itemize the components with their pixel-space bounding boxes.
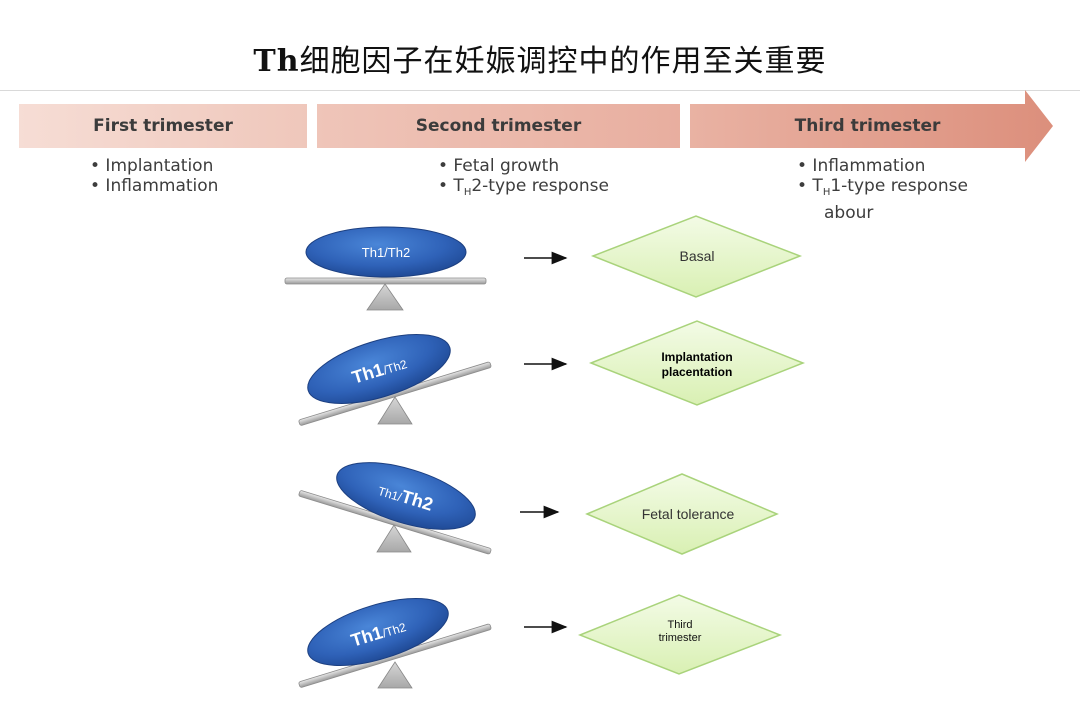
outcome-label: Fetal tolerance: [642, 506, 735, 522]
bullet-item: • TH2-type response: [438, 176, 609, 203]
bullet-item: • Implantation: [90, 156, 214, 176]
ellipse-label: Th1/Th2: [362, 245, 410, 260]
balance-fulcrum: [366, 283, 404, 311]
balance-row-basal: Th1/Th2 Basal: [284, 215, 803, 311]
title-prefix: Th: [253, 44, 300, 79]
bullet-item: • Inflammation: [797, 156, 926, 176]
bullet-item: • Inflammation: [90, 176, 219, 196]
balance-fulcrum: [376, 524, 412, 553]
th1-th2-ellipse: [307, 598, 449, 666]
bullet-tail: 1-type response: [830, 176, 968, 196]
outcome-diamond: [585, 473, 779, 555]
bullet-tail: 2-type response: [471, 176, 609, 196]
balance-fulcrum: [377, 396, 413, 425]
balance-beam: [284, 277, 487, 285]
th1-th2-ellipse: [305, 226, 467, 278]
balance-row-implantation: Th1/Th2 Implantation placentation: [298, 320, 806, 426]
ellipse-label-th2: /Th2: [381, 620, 408, 641]
outcome-label-line: trimester: [659, 632, 702, 644]
balance-row-fetal-tolerance: Th1/Th2 Fetal tolerance: [298, 462, 779, 555]
phase-bullets-third: • Inflammation • TH1-type response abour: [797, 156, 968, 223]
bullet-item: • TH1-type response: [797, 176, 968, 203]
outcome-label-line: Third: [667, 619, 692, 631]
title-text: 细胞因子在妊娠调控中的作用至关重要: [299, 44, 827, 79]
outcome-diamond: [590, 215, 803, 298]
th1-th2-ellipse: [307, 334, 451, 404]
balance-row-third-trimester: Th1/Th2 Third trimester: [298, 594, 783, 689]
page-title: Th细胞因子在妊娠调控中的作用至关重要: [0, 36, 1080, 80]
ellipse-label-th2: /Th2: [382, 357, 409, 378]
bullet-prefix: • T: [797, 176, 823, 196]
phase-segment-first: [19, 104, 307, 148]
timeline-banner: [19, 90, 1053, 162]
phase-label-first: First trimester: [93, 116, 233, 136]
bullet-prefix: • T: [438, 176, 464, 196]
title-divider: [0, 90, 1080, 91]
phase-bullets-second: • Fetal growth • TH2-type response: [438, 156, 609, 203]
outcome-diamond: [588, 320, 806, 406]
bullet-item: • Fetal growth: [438, 156, 560, 176]
phase-segment-third-arrow: [690, 90, 1053, 162]
outcome-label-line: Implantation: [661, 350, 732, 364]
ellipse-label: Th1/Th2: [349, 615, 409, 651]
phase-bullets-first: • Implantation • Inflammation: [90, 156, 218, 196]
outcome-label-line: placentation: [662, 365, 733, 379]
ellipse-label-th1: Th1/: [376, 484, 404, 505]
phase-segment-second: [317, 104, 680, 148]
outcome-diamond: [577, 594, 783, 675]
bullet-item: abour: [824, 203, 874, 223]
bullet-subscript: H: [822, 187, 831, 198]
bullet-subscript: H: [463, 187, 472, 198]
phase-label-second: Second trimester: [415, 116, 582, 136]
outcome-label: Basal: [679, 248, 714, 264]
phase-label-third: Third trimester: [794, 116, 941, 136]
balance-fulcrum: [377, 661, 413, 689]
th1-th2-ellipse: [336, 462, 476, 530]
